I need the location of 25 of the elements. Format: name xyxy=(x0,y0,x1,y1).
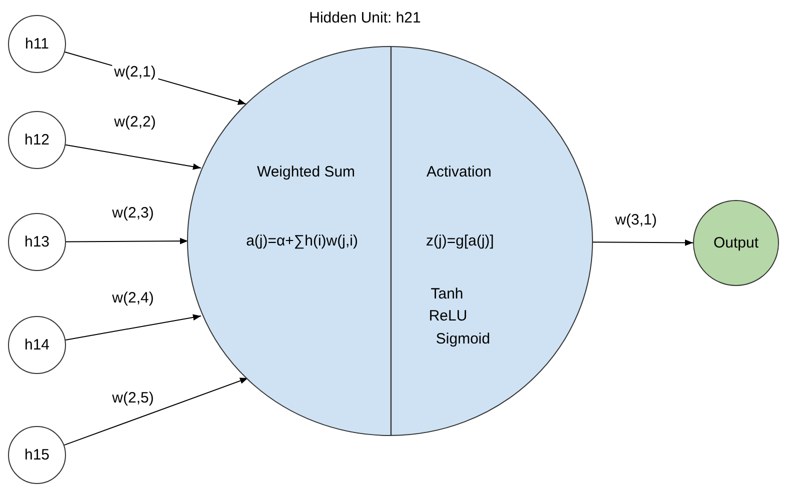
node-label: Output xyxy=(713,234,759,252)
edge-label: w(2,4) xyxy=(110,290,156,306)
section-title: Weighted Sum xyxy=(256,164,356,180)
arrow xyxy=(65,144,202,170)
node-label: h13 xyxy=(24,234,50,250)
node-label: h14 xyxy=(24,336,50,354)
edge-label: w(3,1) xyxy=(613,212,659,228)
heading: Hidden Unit: h21 xyxy=(309,10,421,26)
formula: z(j)=g[a(j)] xyxy=(426,232,494,250)
node-label: h15 xyxy=(24,446,50,464)
function-name: ReLU xyxy=(428,308,468,324)
function-name: Tanh xyxy=(430,286,464,302)
arrow xyxy=(592,240,694,246)
arrow xyxy=(65,314,202,340)
section-title: Activation xyxy=(426,164,492,180)
edge-label: w(2,5) xyxy=(110,390,156,406)
edge-label: w(2,2) xyxy=(112,114,158,130)
edge-label: w(2,3) xyxy=(110,204,156,222)
arrow xyxy=(66,238,188,244)
formula: a(j)=α+∑h(i)w(j,i) xyxy=(246,232,358,250)
node-label: h12 xyxy=(24,132,50,148)
node-label: h11 xyxy=(25,36,49,52)
function-name: Sigmoid xyxy=(436,330,490,348)
edge-label: w(2,1) xyxy=(112,64,158,80)
arrow xyxy=(64,378,248,446)
